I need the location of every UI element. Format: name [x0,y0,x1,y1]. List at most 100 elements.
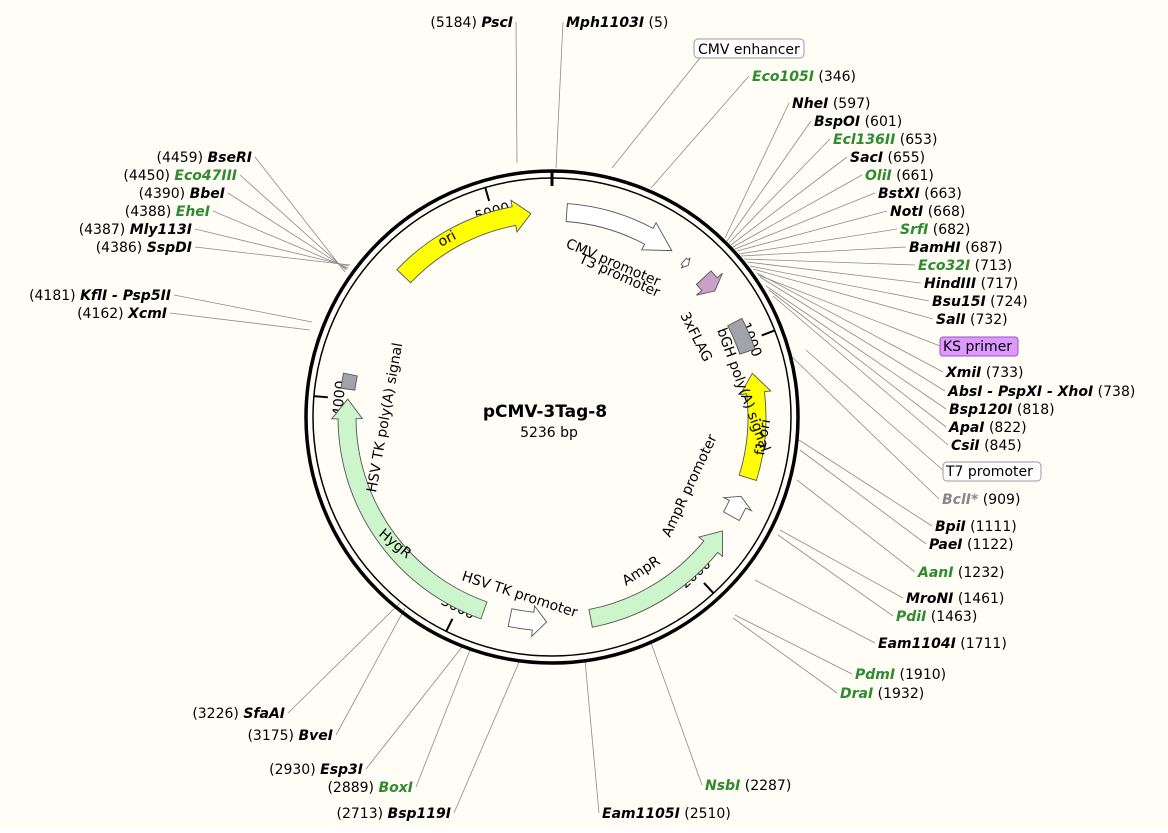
site-label-kfli-psp5ii: (4181) KflI - Psp5II [29,288,171,304]
leader-line [734,614,853,675]
leader-line [649,639,703,786]
tick-2000 [703,582,715,594]
site-label-nhei: NheI (597) [792,96,871,112]
leader-line [734,192,876,250]
3xflag-arrow [695,270,723,296]
site-label-bstxi: BstXI (663) [878,186,962,202]
site-label-xcmi: (4162) XcmI [77,306,167,322]
leader-line [287,602,401,714]
site-label-nsbi: NsbI (2287) [705,778,791,794]
site-label-srfi: SrfI (682) [900,222,970,238]
leader-line [756,272,944,373]
tick-1000 [761,329,776,337]
leader-line [738,228,898,255]
ori-arrow [396,199,532,284]
site-label-csii: CsiI (845) [951,438,1022,454]
site-label-saci: SacI (655) [850,150,925,166]
site-label-bspoi: BspOI (601) [814,114,902,130]
leader-line [732,617,838,694]
hsv-tk-promoter-arrow [507,604,548,638]
site-label-mly113i: (4387) Mly113I [79,222,192,238]
site-label-sspdi: (4386) SspDI [96,240,192,256]
leader-line [743,258,916,266]
hygr-arrow [330,398,488,620]
leader-line [772,295,949,446]
site-label-bsp119i: (2713) Bsp119I [337,806,451,822]
leader-line [777,534,894,617]
site-label-pdii: PdiI (1463) [896,609,977,625]
ampr-promoter-arrow [721,495,753,522]
leader-line [212,210,349,269]
site-label-mph1103i: Mph1103I (5) [566,15,668,31]
site-label-hindiii: HindIII (717) [924,276,1018,292]
tick-5000 [484,187,491,202]
plasmid-name: pCMV-3Tag-8 [483,402,607,422]
leader-line [754,579,876,644]
site-label-bvei: (3175) BveI [247,728,333,744]
site-label-sfaai: (3226) SfaAI [192,706,285,722]
site-label-ehei: (4388) EheI [125,204,210,220]
site-label-bsu15i: Bsu15I (724) [932,294,1028,310]
feature-arrows [330,199,772,638]
site-label-noti: NotI (668) [890,204,965,220]
ks-primer-box [939,336,1019,357]
site-label-bpii: BpiI (1111) [935,519,1017,535]
leader-line [453,659,521,814]
t7-promoter-label: T7 promoter [945,464,1033,480]
site-label-olii: OliI (661) [865,168,934,184]
site-label-aani: AanI (1232) [917,565,1004,581]
leader-line [194,228,350,267]
cmv-promoter-arrow [565,203,673,252]
site-label-eco47iii: (4450) Eco47III [123,168,237,184]
site-label-eco32i: Eco32I (713) [918,258,1012,274]
site-label-sali: SalI (732) [936,312,1008,328]
tick-3000 [445,618,454,632]
leader-line [173,294,313,323]
site-label-paei: PaeI (1122) [929,537,1014,553]
leader-line [365,646,463,770]
site-leader-lines [169,21,949,814]
leader-line [515,21,518,164]
site-label-eam1104i: Eam1104I (1711) [878,636,1007,652]
leader-line [239,174,347,271]
leader-line [740,246,907,257]
leader-line [650,75,750,189]
plasmid-size: 5236 bp [520,425,578,441]
leader-line-cmv-enhancer [611,57,701,169]
site-label-eco105i: Eco105I (346) [752,69,856,85]
site-label-bsp120i: Bsp120I (818) [949,402,1055,418]
leader-line [169,312,311,331]
leader-line [730,156,848,246]
leader-line [765,285,947,410]
leader-line [752,268,934,320]
bgh-polya-box [727,317,756,355]
site-label-bseri: (4459) BseRI [156,150,252,166]
leader-line [415,649,471,788]
site-label-xmii: XmiI (733) [945,365,1024,381]
leader-line [798,439,933,527]
site-label-drai: DraI (1932) [840,686,924,702]
leader-line [335,607,406,736]
leader-line [759,276,946,392]
site-label-eam1105i: Eam1105I (2510) [602,806,731,822]
leader-line [768,289,947,428]
leader-line [779,529,904,599]
ks-primer-label: KS primer [943,339,1012,355]
cmv-enhancer-box [693,38,805,59]
t7-promoter-box [942,461,1042,482]
ampr-arrow [588,530,724,628]
hsv-tk-polya-box [340,372,358,391]
leader-line [736,210,888,252]
leader-line [227,192,348,270]
leader-line [799,449,927,545]
site-label-esp3i: (2930) Esp3I [269,762,363,778]
site-label-apai: ApaI (822) [948,420,1027,436]
site-label-absi-pspxi-xhoi: AbsI - PspXI - XhoI (738) [947,384,1135,400]
site-label-bcli-: BclI* (909) [942,492,1020,508]
site-label-boxi: (2889) BoxI [327,780,413,796]
leader-line [749,265,930,302]
